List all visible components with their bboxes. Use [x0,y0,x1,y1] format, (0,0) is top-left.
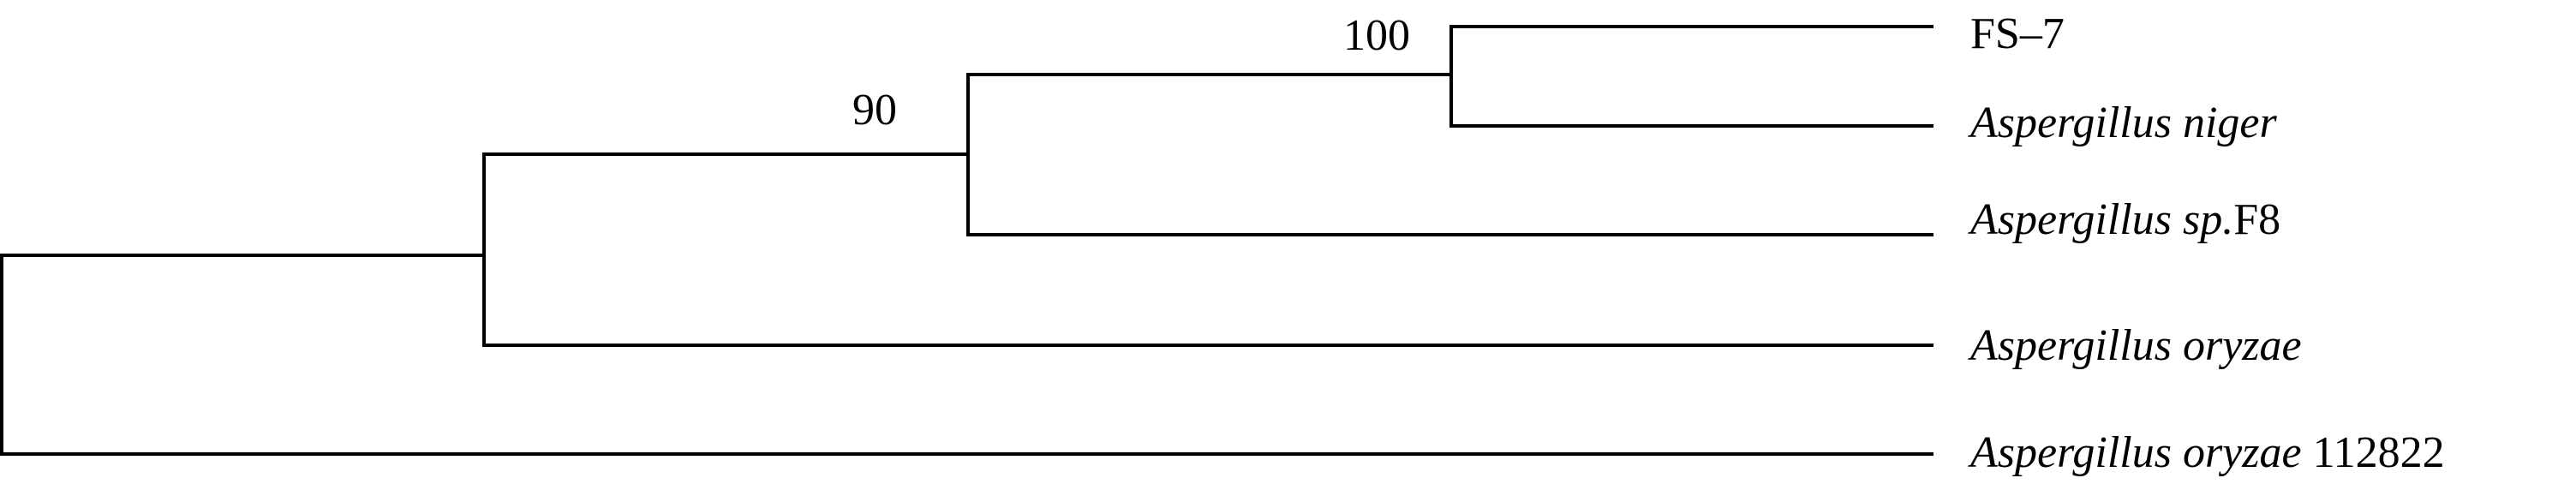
bootstrap-label-90: 90 [852,86,897,134]
taxon-label-aspergillus-sp-f8: Aspergillus sp.F8 [1968,195,2280,244]
taxon-label-aspergillus-oryzae: Aspergillus oryzae [1968,321,2302,370]
bootstrap-label-100: 100 [1343,11,1410,60]
taxon-label-aspergillus-niger: Aspergillus niger [1968,99,2277,147]
taxon-label-fs7: FS–7 [1970,9,2065,58]
taxon-label-aspergillus-oryzae-112822: Aspergillus oryzae 112822 [1968,428,2445,477]
